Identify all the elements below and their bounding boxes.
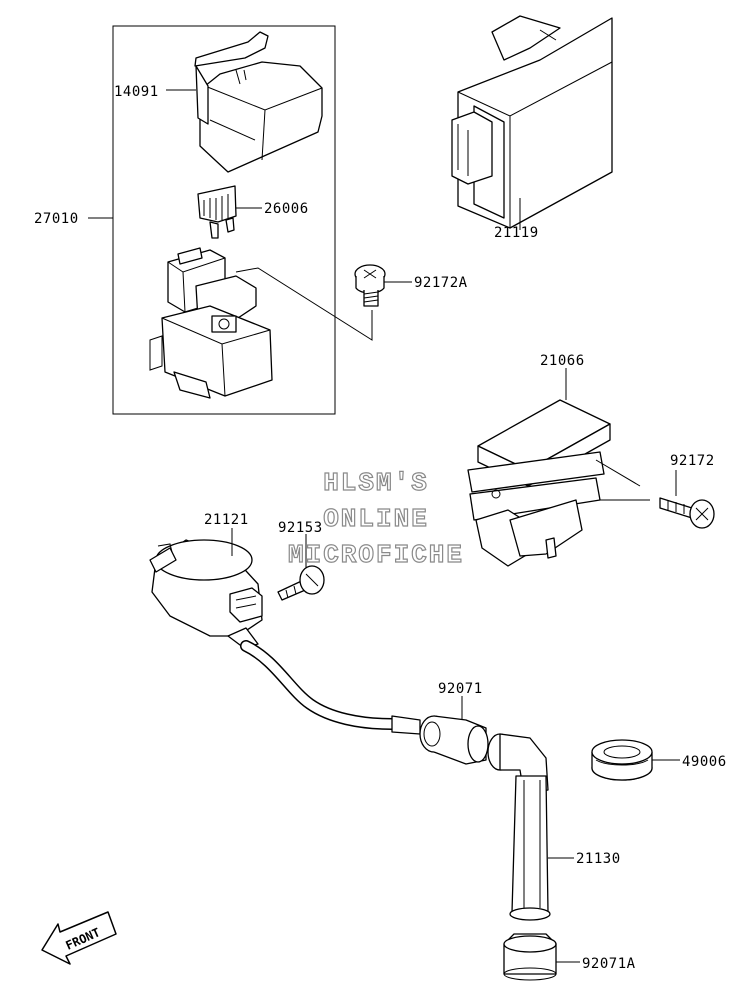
front-arrow: FRONT: [41, 911, 117, 965]
watermark-line3: MICROFICHE: [288, 540, 464, 570]
leader-lines: [88, 89, 680, 963]
fuse-26006: [197, 185, 237, 239]
regulator-21066: [467, 399, 650, 567]
watermark-line2: ONLINE: [323, 504, 429, 534]
watermark-line1: HLSM'S: [323, 468, 429, 498]
label-21119: 21119: [494, 225, 539, 241]
plug-cap-21130: [487, 733, 551, 921]
label-92172A: 92172A: [414, 275, 468, 291]
front-arrow-icon: [41, 911, 117, 965]
label-92071: 92071: [438, 681, 483, 697]
label-92172: 92172: [670, 453, 715, 469]
watermark: HLSM'S ONLINE MICROFICHE: [287, 467, 464, 570]
cover-14091: [194, 31, 323, 173]
label-26006: 26006: [264, 201, 309, 217]
label-21121: 21121: [204, 512, 249, 528]
assembly-27010-box: [112, 25, 336, 415]
starter-relay: [149, 247, 273, 399]
ignition-lead: [240, 640, 421, 735]
bolt-92172: [659, 497, 715, 529]
label-92153: 92153: [278, 520, 323, 536]
cover-92071A: [503, 933, 557, 981]
label-92071A: 92071A: [582, 956, 636, 972]
label-14091: 14091: [114, 84, 159, 100]
bolt-92153: [277, 565, 325, 601]
cdi-unit-21119: [451, 15, 613, 229]
label-49006: 49006: [682, 754, 727, 770]
cap-92071: [419, 715, 489, 765]
ignition-coil-21121: [149, 539, 263, 649]
relay-bolt-link: [235, 267, 373, 341]
label-21066: 21066: [540, 353, 585, 369]
grommet-49006: [591, 739, 653, 781]
bolt-92172A: [354, 264, 386, 307]
label-21130: 21130: [576, 851, 621, 867]
label-27010: 27010: [34, 211, 79, 227]
